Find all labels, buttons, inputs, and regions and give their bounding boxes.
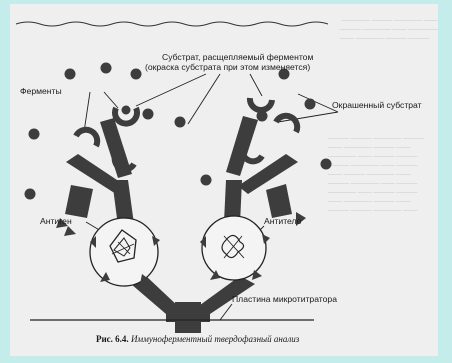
label-antigen: Антиген	[40, 216, 72, 226]
figure-number: Рис. 6.4.	[96, 334, 129, 344]
figure-caption-text: Иммуноферментный твердофазный анализ	[131, 334, 299, 344]
label-substrate-line1: Субстрат, расщепляемый ферментом	[162, 52, 313, 62]
enzyme-5	[276, 116, 297, 132]
microtiter-plate-leader	[220, 304, 232, 320]
label-microtiter-plate: Пластина микротитратора	[232, 294, 337, 304]
enzyme-4	[250, 98, 272, 110]
antibody-bottom	[131, 276, 255, 333]
figure-frame: ———— ——— ———— ————— ———— —— ——————— ————…	[10, 4, 438, 356]
substrate-molecules	[25, 63, 332, 200]
label-substrate-line2: (окраска субстрата при этом изменяется)	[145, 62, 310, 72]
antibody-right	[224, 116, 298, 224]
label-enzymes: Ферменты	[20, 86, 62, 96]
solution-surface-line	[16, 22, 328, 26]
figure-caption: Рис. 6.4. Иммуноферментный твердофазный …	[96, 334, 299, 344]
enzyme-2	[76, 130, 97, 146]
enzyme-6	[243, 146, 262, 161]
antigen-left	[90, 218, 160, 286]
label-antibody: Антитело	[264, 216, 301, 226]
label-colored-substrate: Окрашенный субстрат	[332, 100, 422, 110]
antigen-right	[200, 216, 270, 280]
